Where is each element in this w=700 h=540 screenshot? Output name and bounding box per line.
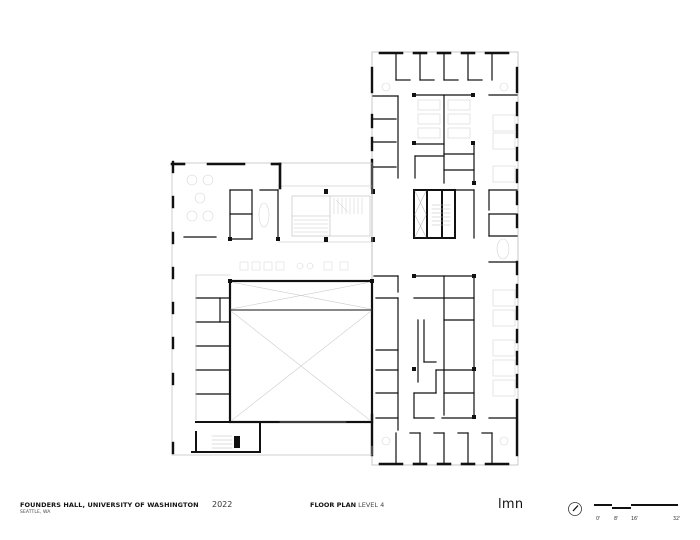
scale-label: 16'	[631, 517, 639, 522]
title-block: FOUNDERS HALL, UNIVERSITY OF WASHINGTON …	[0, 496, 700, 540]
north-arrow-icon	[568, 502, 582, 516]
firm-logo: lmn	[498, 497, 524, 512]
scale-label: 32'	[673, 517, 681, 522]
project-year: 2022	[212, 500, 233, 509]
west-wing	[170, 160, 374, 456]
scale-bar: 0' 8' 16' 32'	[592, 500, 682, 526]
scale-bar-graphic	[594, 504, 678, 509]
plan-level: LEVEL 4	[358, 501, 385, 509]
project-title: FOUNDERS HALL, UNIVERSITY OF WASHINGTON	[20, 501, 199, 509]
scale-label: 0'	[596, 517, 601, 522]
floor-plan-drawing	[170, 51, 519, 466]
east-tower	[370, 51, 519, 466]
plan-title-bold: FLOOR PLAN	[310, 501, 357, 509]
central-stair-connector	[277, 185, 375, 243]
project-location: SEATTLE, WA	[20, 510, 51, 515]
plan-title: FLOOR PLAN LEVEL 4	[310, 501, 384, 509]
scale-label: 8'	[614, 517, 619, 522]
